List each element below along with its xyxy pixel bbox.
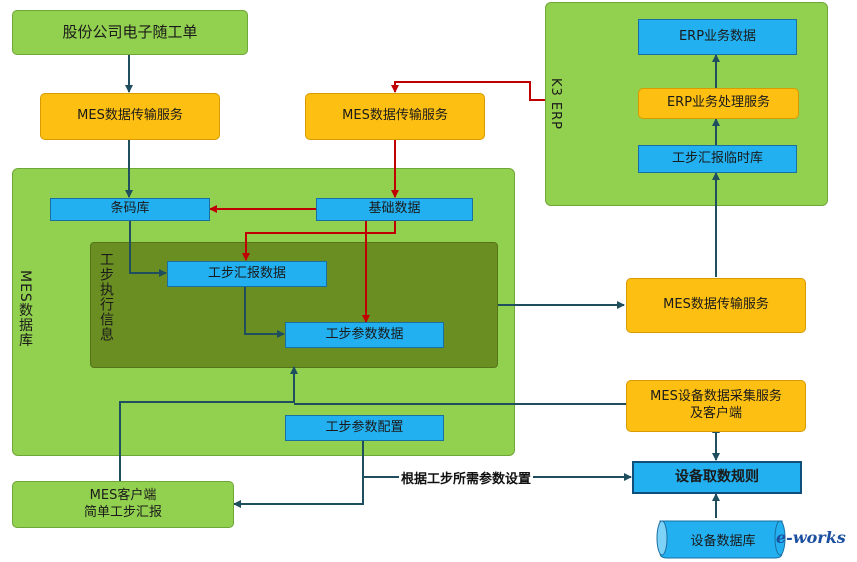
edge-barcode-to-report: [129, 221, 167, 277]
mes-transfer-service-right-node: MES数据传输服务: [626, 278, 806, 333]
erp-region-label: K3 ERP: [548, 78, 563, 131]
step-report-data-node: 工步汇报数据: [167, 261, 327, 287]
e-works-watermark: e-works: [776, 528, 846, 547]
device-database-cylinder: [656, 520, 786, 559]
step-parameter-config-node: 工步参数配置: [285, 415, 444, 441]
step-report-temp-library-node: 工步汇报临时库: [638, 145, 797, 173]
mes-device-service-line1: MES设备数据采集服务: [650, 389, 782, 405]
edge-client-to-exec: [119, 366, 298, 481]
edge-basic-to-report: [242, 221, 396, 261]
mes-device-service-line2: 及客户端: [689, 406, 742, 421]
basic-data-node: 基础数据: [316, 198, 473, 221]
barcode-library-node: 条码库: [50, 198, 210, 221]
param-setting-edge-label: 根据工步所需参数设置: [399, 468, 534, 487]
electronic-work-order-node: 股份公司电子随工单: [12, 10, 248, 55]
mes-device-collection-service-node: MES设备数据采集服务 及客户端: [626, 380, 806, 432]
mes-client-line2: 简单工步汇报: [83, 504, 162, 520]
edge-config-to-client: [233, 441, 364, 508]
edge-erp-to-transfer: [391, 81, 545, 101]
mes-transfer-service-mid-node: MES数据传输服务: [305, 93, 485, 140]
device-database-label: 设备数据库: [690, 534, 756, 549]
step-parameter-data-node: 工步参数数据: [285, 322, 444, 348]
mes-client-node: MES客户端 简单工步汇报: [12, 481, 234, 528]
mes-transfer-service-left-node: MES数据传输服务: [40, 93, 220, 140]
mes-client-line1: MES客户端: [89, 487, 157, 503]
mes-database-region-label: MES数据库: [17, 270, 33, 348]
erp-business-data-node: ERP业务数据: [638, 19, 797, 55]
device-data-rules-node: 设备取数规则: [632, 461, 802, 494]
erp-processing-service-node: ERP业务处理服务: [638, 88, 799, 119]
step-execution-region-label: 工步执行信息: [98, 252, 114, 342]
edge-report-to-param: [244, 287, 285, 338]
